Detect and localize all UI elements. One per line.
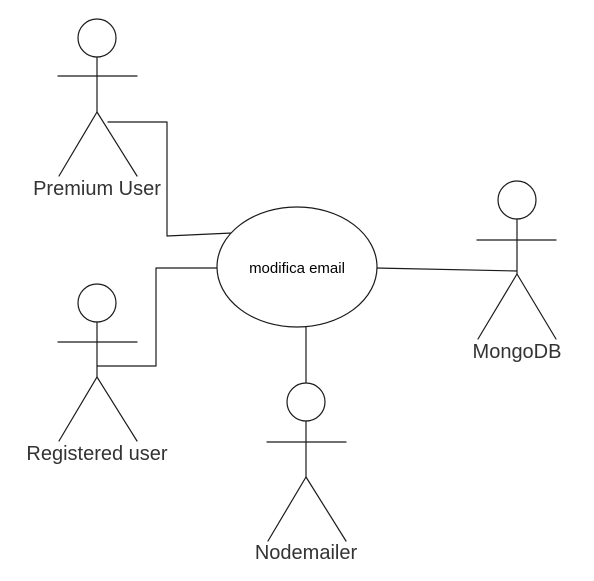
actor-right-leg	[305, 476, 347, 542]
actor-left-leg	[58, 376, 98, 442]
actor-label-premium-user: Premium User	[33, 178, 161, 200]
connector-mongodb[interactable]	[375, 267, 518, 272]
actor-right-leg	[96, 111, 138, 177]
actor-label-mongodb: MongoDB	[473, 341, 562, 363]
actor-head	[286, 382, 326, 422]
actor-head	[77, 18, 117, 58]
actor-label-nodemailer: Nodemailer	[255, 542, 358, 564]
actor-nodemailer[interactable]: Nodemailer	[255, 382, 358, 564]
use-case-label: modifica email	[249, 260, 345, 277]
use-case-ellipse[interactable]	[216, 206, 378, 328]
actor-head	[77, 283, 117, 323]
actor-label-registered-user: Registered user	[26, 443, 168, 465]
connector-registered-user[interactable]	[96, 267, 220, 367]
actor-left-leg	[477, 273, 518, 340]
actor-mongodb[interactable]: MongoDB	[473, 180, 562, 363]
actor-right-leg	[516, 273, 557, 340]
actor-premium-user[interactable]: Premium User	[33, 18, 161, 200]
actor-head	[497, 180, 537, 220]
use-case-modifica-email[interactable]: modifica email	[216, 206, 378, 328]
connector-premium-user[interactable]	[107, 121, 233, 237]
actor-left-leg	[267, 476, 307, 542]
actor-registered-user[interactable]: Registered user	[26, 283, 168, 465]
actor-right-leg	[96, 376, 138, 442]
actor-left-leg	[58, 111, 98, 177]
